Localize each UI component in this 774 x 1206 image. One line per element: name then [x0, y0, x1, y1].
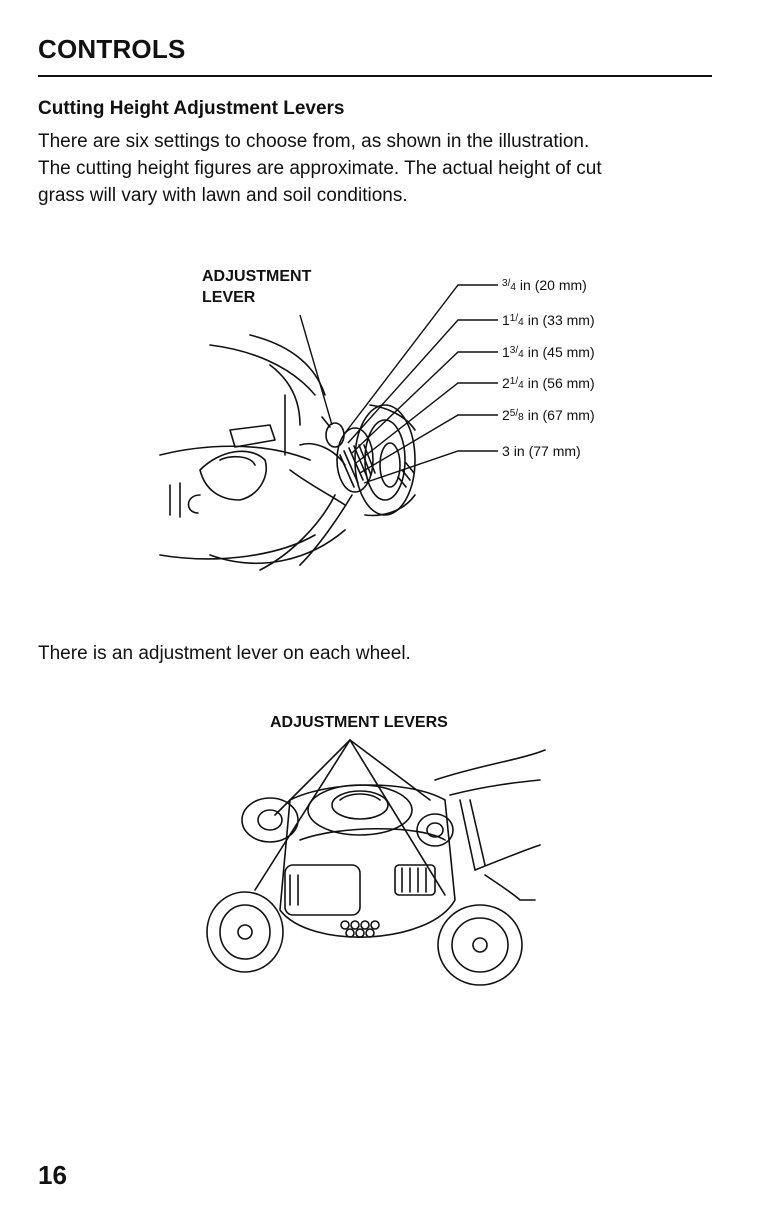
title-rule [38, 75, 712, 77]
subsection-title: Cutting Height Adjustment Levers [38, 98, 345, 119]
intro-line: The cutting height figures are approxima… [38, 158, 602, 179]
section-title: CONTROLS [38, 34, 186, 64]
adjustment-lever-label-line2: LEVER [202, 289, 256, 306]
mower-levers-illustration: ADJUSTMENT LEVERS [206, 714, 546, 986]
adjustment-levers-label: ADJUSTMENT LEVERS [270, 714, 448, 731]
intro-line: There are six settings to choose from, a… [38, 131, 590, 152]
intro-paragraph: There are six settings to choose from, a… [38, 128, 718, 209]
adjustment-lever-label-line1: ADJUSTMENT [202, 268, 312, 285]
each-wheel-note: There is an adjustment lever on each whe… [38, 643, 411, 664]
page-number: 16 [38, 1160, 67, 1190]
intro-line: grass will vary with lawn and soil condi… [38, 185, 408, 206]
